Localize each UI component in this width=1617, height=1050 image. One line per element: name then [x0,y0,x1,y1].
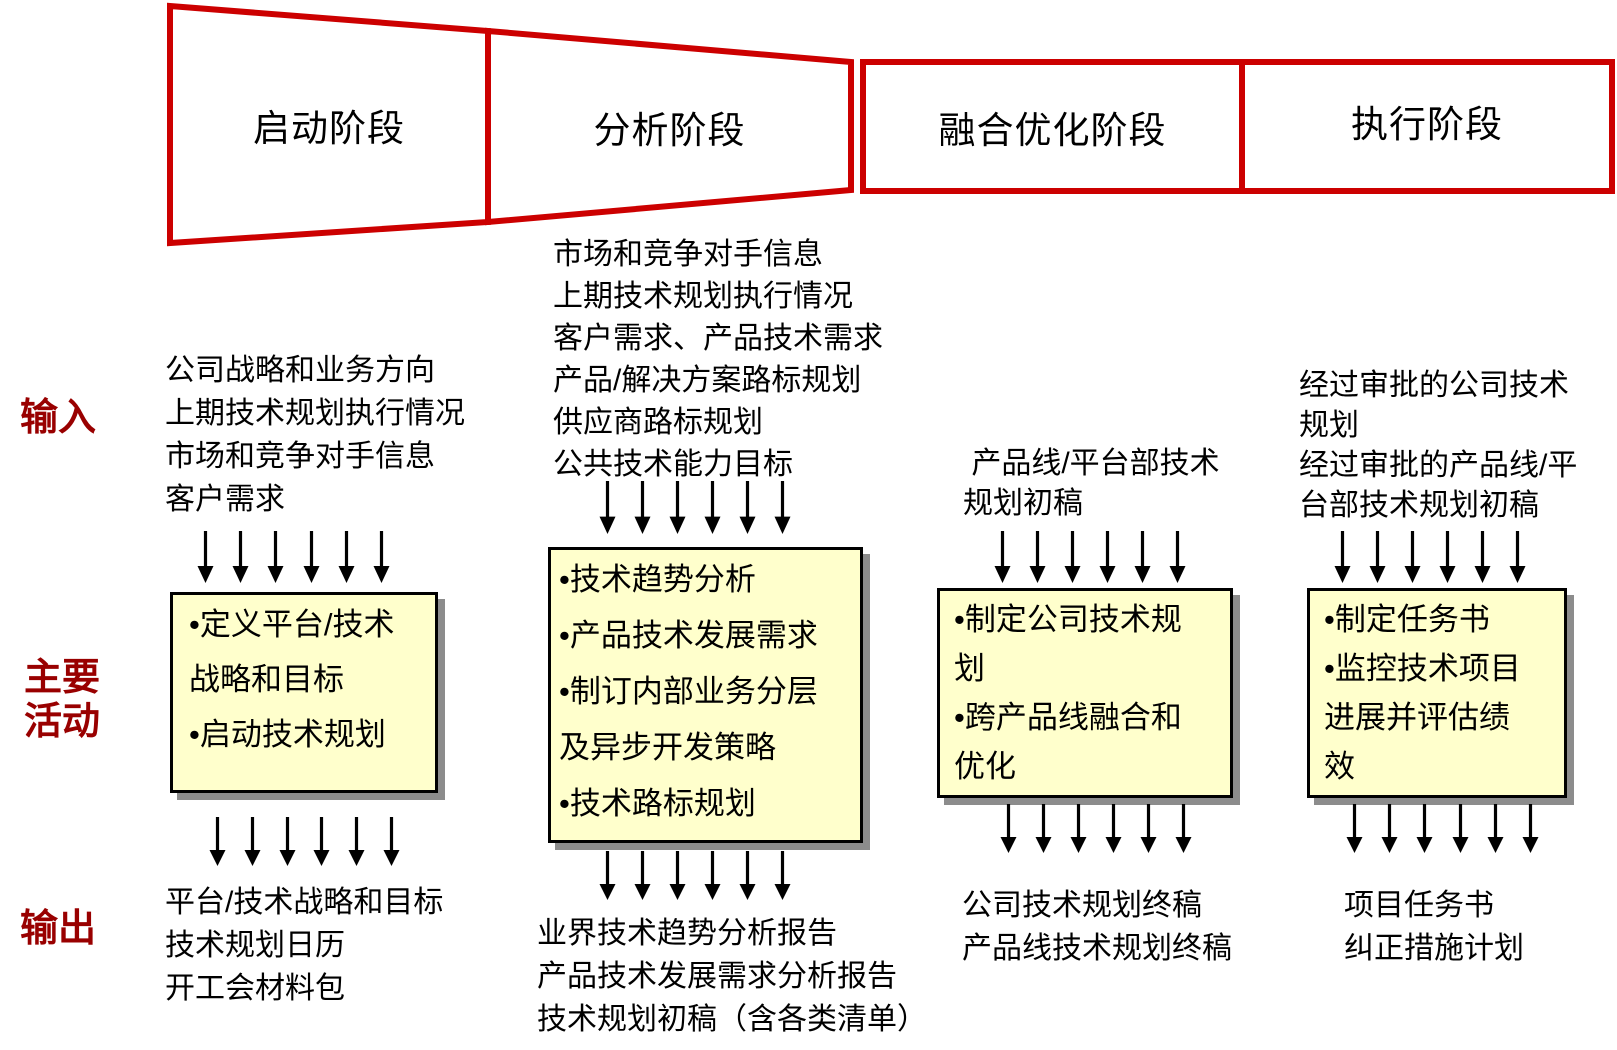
down-arrow-icon [209,817,226,866]
down-arrow-icon [1134,531,1151,583]
down-arrow-icon [338,531,355,583]
down-arrow-icon [1140,804,1157,853]
down-arrow-icon [634,481,651,534]
down-arrow-icon [303,531,320,583]
input-arrows-col1 [197,531,390,583]
outputs-col1: 平台/技术战略和目标 技术规划日历 开工会材料包 [165,886,444,1005]
input-arrows-col3 [994,531,1186,583]
down-arrow-icon [1369,531,1386,583]
phase-shape-execution [1239,59,1615,194]
down-arrow-icon [774,851,791,900]
inputs-col1: 公司战略和业务方向 上期技术规划执行情况 市场和竞争对手信息 客户需求 [165,354,465,516]
phase-label-analysis: 分析阶段 [593,109,746,151]
phase-shape-analysis [485,27,854,226]
down-arrow-icon [1169,531,1186,583]
output-arrows-col4 [1346,804,1539,853]
row-label-activities: 主要 活动 [24,657,101,743]
activity-box-col1: •定义平台/技术 战略和目标 •启动技术规划 [170,592,438,793]
down-arrow-icon [704,851,721,900]
down-arrow-icon [244,817,261,866]
down-arrow-icon [279,817,296,866]
down-arrow-icon [1509,531,1526,583]
down-arrow-icon [739,481,756,534]
output-arrows-col1 [209,817,400,866]
down-arrow-icon [704,481,721,534]
down-arrow-icon [1105,804,1122,853]
down-arrow-icon [197,531,214,583]
down-arrow-icon [348,817,365,866]
down-arrow-icon [1334,531,1351,583]
down-arrow-icon [1487,804,1504,853]
down-arrow-icon [739,851,756,900]
phase-funnel [167,2,1615,247]
down-arrow-icon [669,481,686,534]
down-arrow-icon [1474,531,1491,583]
down-arrow-icon [1099,531,1116,583]
activity-text-col1: •定义平台/技术 战略和目标 •启动技术规划 [189,607,395,752]
down-arrow-icon [383,817,400,866]
output-arrows-col3 [1000,804,1192,853]
down-arrow-icon [1029,531,1046,583]
input-arrows-col4 [1334,531,1526,583]
down-arrow-icon [1439,531,1456,583]
down-arrow-icon [599,481,616,534]
inputs-col2: 市场和竞争对手信息 上期技术规划执行情况 客户需求、产品技术需求 产品/解决方案… [553,238,883,481]
activity-text-col3: •制定公司技术规 划 •跨产品线融合和 优化 [954,602,1182,784]
down-arrow-icon [313,817,330,866]
down-arrow-icon [634,851,651,900]
down-arrow-icon [1452,804,1469,853]
inputs-col3: 产品线/平台部技术 规划初稿 [963,447,1220,520]
down-arrow-icon [1175,804,1192,853]
activity-text-col4: •制定任务书 •监控技术项目 进展并评估绩 效 [1324,602,1521,784]
down-arrow-icon [232,531,249,583]
output-arrows-col2 [599,851,791,900]
down-arrow-icon [1522,804,1539,853]
input-arrows-col2 [599,481,791,534]
activity-box-col3: •制定公司技术规 划 •跨产品线融合和 优化 [937,588,1233,798]
phase-shape-optimization [860,59,1245,194]
row-label-input: 输入 [20,397,97,439]
activity-box-col4: •制定任务书 •监控技术项目 进展并评估绩 效 [1307,588,1567,798]
phase-label-execution: 执行阶段 [1351,103,1503,145]
down-arrow-icon [1064,531,1081,583]
phase-label-optimization: 融合优化阶段 [938,109,1167,151]
inputs-col4: 经过审批的公司技术 规划 经过审批的产品线/平 台部技术规划初稿 [1299,369,1578,522]
down-arrow-icon [1346,804,1363,853]
down-arrow-icon [599,851,616,900]
down-arrow-icon [1035,804,1052,853]
activity-text-col2: •技术趋势分析 •产品技术发展需求 •制订内部业务分层 及异步开发策略 •技术路… [559,562,818,821]
down-arrow-icon [994,531,1011,583]
down-arrow-icon [774,481,791,534]
down-arrow-icon [1381,804,1398,853]
outputs-col3: 公司技术规划终稿 产品线技术规划终稿 [962,889,1232,965]
down-arrow-icon [1404,531,1421,583]
row-label-output: 输出 [20,908,97,950]
phase-label-startup: 启动阶段 [253,107,405,149]
down-arrow-icon [1070,804,1087,853]
down-arrow-icon [669,851,686,900]
down-arrow-icon [1000,804,1017,853]
down-arrow-icon [373,531,390,583]
down-arrow-icon [1416,804,1433,853]
outputs-col4: 项目任务书 纠正措施计划 [1344,889,1524,965]
outputs-col2: 业界技术趋势分析报告 产品技术发展需求分析报告 技术规划初稿（含各类清单） [537,917,927,1036]
down-arrow-icon [267,531,284,583]
activity-box-col2: •技术趋势分析 •产品技术发展需求 •制订内部业务分层 及异步开发策略 •技术路… [548,547,863,843]
